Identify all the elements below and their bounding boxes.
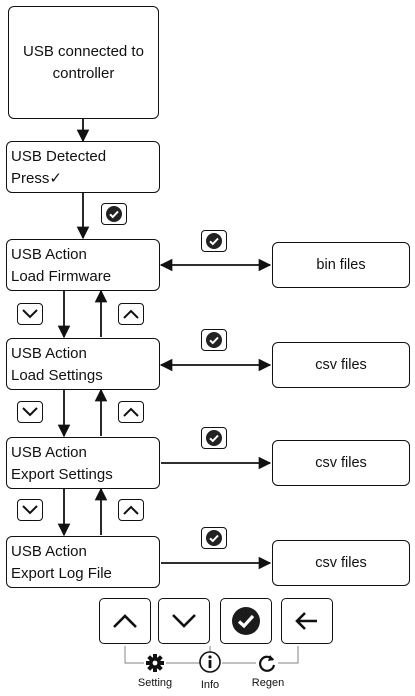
refresh-icon	[259, 655, 276, 672]
chevron-down-icon	[22, 407, 38, 417]
check-circle-icon	[232, 607, 260, 635]
load-firmware-box: USB Action Load Firmware	[6, 239, 160, 291]
arrow-left-icon	[295, 612, 317, 630]
state-line2: Press✓	[11, 170, 62, 187]
csv-files-box: csv files	[272, 540, 410, 586]
back-button[interactable]	[281, 598, 333, 644]
export-settings-box: USB Action Export Settings	[6, 437, 160, 489]
chevron-up-icon	[123, 505, 139, 515]
csv-files-box: csv files	[272, 342, 410, 388]
check-circle-icon	[206, 530, 222, 546]
check-key	[201, 427, 227, 449]
down-button[interactable]	[158, 598, 210, 644]
load-settings-box: USB Action Load Settings	[6, 338, 160, 390]
chevron-up-icon	[123, 407, 139, 417]
state-line2: Load Firmware	[11, 268, 112, 285]
info-label: Info	[200, 679, 220, 691]
bin-files-box: bin files	[272, 242, 410, 288]
usb-connected-box: USB connected to controller	[8, 6, 159, 119]
csv-files-box: csv files	[272, 440, 410, 486]
check-key	[201, 230, 227, 252]
state-line1: USB Action	[11, 246, 87, 263]
usb-detected-box: USB Detected Press✓	[6, 141, 160, 193]
regen-label: Regen	[251, 677, 285, 689]
down-key	[17, 401, 43, 423]
chevron-down-icon	[22, 505, 38, 515]
down-key	[17, 303, 43, 325]
usb-connected-label: USB connected to controller	[23, 42, 144, 82]
up-button[interactable]	[99, 598, 151, 644]
state-line2: Export Settings	[11, 466, 113, 483]
info-icon	[199, 651, 221, 673]
state-line1: USB Action	[11, 345, 87, 362]
chevron-down-icon	[172, 614, 196, 628]
up-key	[118, 499, 144, 521]
check-key	[201, 527, 227, 549]
state-line1: USB Action	[11, 543, 87, 560]
check-circle-icon	[106, 206, 122, 222]
chevron-down-icon	[22, 309, 38, 319]
check-key	[201, 329, 227, 351]
state-line1: USB Detected	[11, 148, 107, 165]
export-log-box: USB Action Export Log File	[6, 536, 160, 588]
confirm-button[interactable]	[220, 598, 272, 644]
file-label: csv files	[315, 555, 367, 571]
check-circle-icon	[206, 233, 222, 249]
file-label: csv files	[315, 455, 367, 471]
check-circle-icon	[206, 332, 222, 348]
file-label: bin files	[316, 257, 366, 273]
state-line2: Load Settings	[11, 367, 103, 384]
down-key	[17, 499, 43, 521]
chevron-up-icon	[123, 309, 139, 319]
up-key	[118, 401, 144, 423]
state-line1: USB Action	[11, 444, 87, 461]
file-label: csv files	[315, 357, 367, 373]
state-line2: Export Log File	[11, 565, 112, 582]
setting-label: Setting	[137, 677, 173, 689]
check-circle-icon	[206, 430, 222, 446]
up-key	[118, 303, 144, 325]
check-key	[101, 203, 127, 225]
gear-icon	[146, 654, 164, 672]
chevron-up-icon	[113, 614, 137, 628]
